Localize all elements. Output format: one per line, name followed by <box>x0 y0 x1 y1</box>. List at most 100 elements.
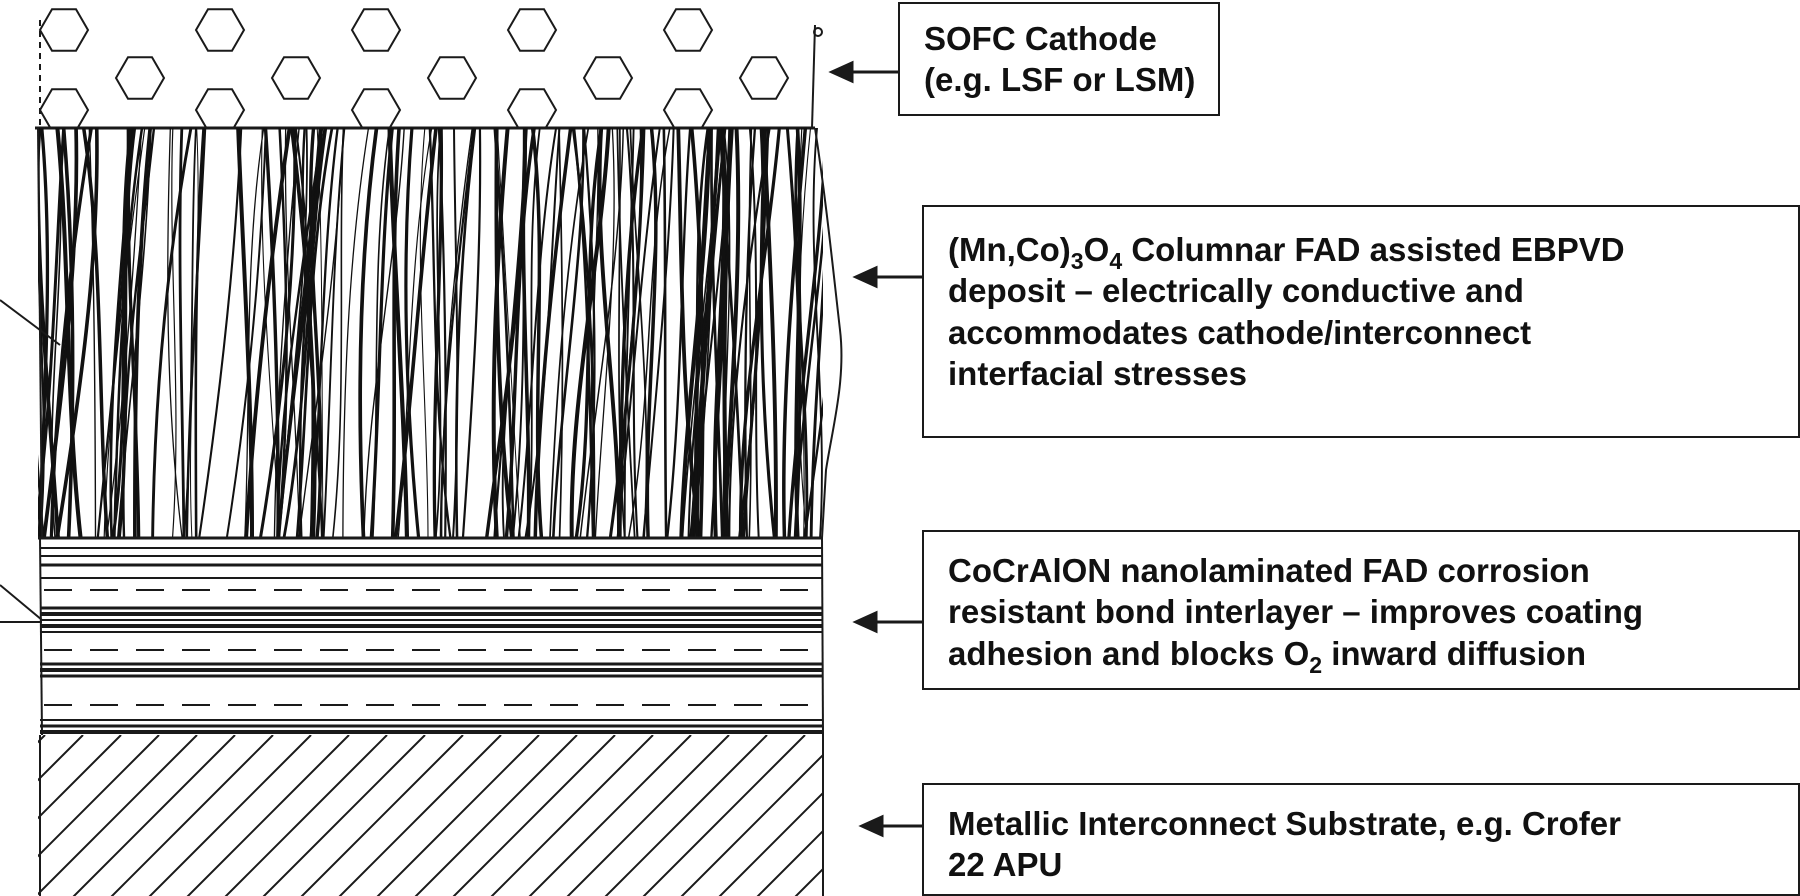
column-grain <box>616 128 636 538</box>
column-grain <box>369 128 394 538</box>
column-grain <box>133 128 153 538</box>
arrow-cathode-head <box>828 60 854 84</box>
arrow-interlayer-head <box>852 610 878 634</box>
laminate-right-edge <box>821 537 824 736</box>
column-grain <box>358 128 379 538</box>
column-grain <box>105 128 143 538</box>
pore-hexagon <box>506 88 558 128</box>
columnar-deposit-layer <box>38 128 823 538</box>
column-grain <box>689 128 722 538</box>
label-metallic-substrate: Metallic Interconnect Substrate, e.g. Cr… <box>922 783 1800 896</box>
pore-hexagon <box>38 88 90 128</box>
pore-hexagon <box>662 8 714 52</box>
column-grain <box>404 128 421 538</box>
label-interlayer-line2: resistant bond interlayer – improves coa… <box>948 593 1644 631</box>
column-grain <box>390 128 401 538</box>
cathode-right-edge <box>811 24 816 129</box>
label-columnar-line1: (Mn,Co)3O4 Columnar FAD assisted EBPVD <box>948 231 1625 275</box>
column-grain <box>527 128 541 538</box>
hatch-line <box>528 735 692 896</box>
hatch-line <box>376 735 540 896</box>
column-grain <box>645 128 658 538</box>
hatch-line <box>490 735 654 896</box>
substrate-hatching <box>38 735 823 896</box>
substrate-layer <box>38 735 823 896</box>
column-grain <box>261 128 281 538</box>
hatch-line <box>604 735 768 896</box>
column-grain <box>284 128 301 538</box>
hatch-line <box>186 735 350 896</box>
hatch-line <box>110 735 274 896</box>
label-interlayer-line3: adhesion and blocks O2 inward diffusion <box>948 634 1587 678</box>
pore-hexagon <box>194 8 246 52</box>
column-grain <box>276 128 324 538</box>
column-grain <box>782 128 808 538</box>
column-grain <box>185 128 207 538</box>
column-grain <box>111 128 133 538</box>
pore-hexagon <box>114 56 166 100</box>
callout-arrows <box>828 60 922 838</box>
column-grain <box>342 128 370 538</box>
column-grain <box>493 128 515 538</box>
hatch-line <box>718 791 823 896</box>
hatch-line <box>262 735 426 896</box>
label-sofc-cathode-line1: SOFC Cathode <box>924 20 1157 57</box>
column-grain <box>582 128 596 538</box>
columnar-grains <box>38 128 823 538</box>
hatch-line <box>72 735 236 896</box>
column-grain <box>103 128 146 538</box>
hatch-line <box>566 735 730 896</box>
cathode-porous-hexagons <box>38 8 790 128</box>
column-grain <box>794 128 809 538</box>
column-grain <box>295 128 334 538</box>
column-grain <box>494 128 514 538</box>
nanolaminate-interlayer <box>39 537 824 736</box>
column-grain <box>748 128 753 538</box>
column-grain <box>530 128 544 538</box>
pore-hexagon <box>270 56 322 100</box>
column-grain <box>178 128 186 538</box>
label-substrate-line1: Metallic Interconnect Substrate, e.g. Cr… <box>948 805 1621 842</box>
column-grain <box>718 128 745 538</box>
column-grain <box>244 128 265 538</box>
pore-hexagon <box>38 8 90 52</box>
hatch-line <box>38 735 198 896</box>
column-grain <box>744 128 757 538</box>
left-leader-line-upper <box>0 299 61 346</box>
column-grain <box>38 454 45 538</box>
column-grain <box>88 128 97 538</box>
hatch-line <box>148 735 312 896</box>
column-grain <box>761 128 778 538</box>
column-grain <box>793 225 823 538</box>
column-grain <box>55 128 99 538</box>
hatch-line <box>756 829 823 896</box>
hatch-line <box>642 735 806 896</box>
column-grain <box>167 128 183 538</box>
label-columnar-line4: interfacial stresses <box>948 354 1248 392</box>
pore-hexagon <box>506 8 558 52</box>
column-grain <box>695 128 727 538</box>
column-grain <box>244 128 292 538</box>
column-grain <box>282 128 328 538</box>
column-grain <box>710 128 724 538</box>
column-grain <box>81 128 110 538</box>
column-grain <box>452 128 459 538</box>
cathode-edge-dot <box>813 27 823 37</box>
pore-hexagon <box>738 56 790 100</box>
pore-hexagon <box>662 88 714 128</box>
pore-hexagon <box>350 88 402 128</box>
column-grain <box>504 128 536 538</box>
column-grain <box>597 128 621 538</box>
column-grain <box>676 128 702 538</box>
label-nanolaminate-interlayer: CoCrAlON nanolaminated FAD corrosion res… <box>922 530 1800 690</box>
column-grain <box>616 128 661 538</box>
label-columnar-line2: deposit – electrically conductive and <box>948 272 1524 310</box>
column-grain <box>277 128 308 538</box>
column-grain <box>273 128 300 538</box>
column-grain <box>491 128 510 538</box>
column-grain <box>799 128 805 538</box>
column-grain <box>666 128 692 538</box>
column-grain <box>812 128 823 538</box>
column-grain <box>627 128 671 538</box>
